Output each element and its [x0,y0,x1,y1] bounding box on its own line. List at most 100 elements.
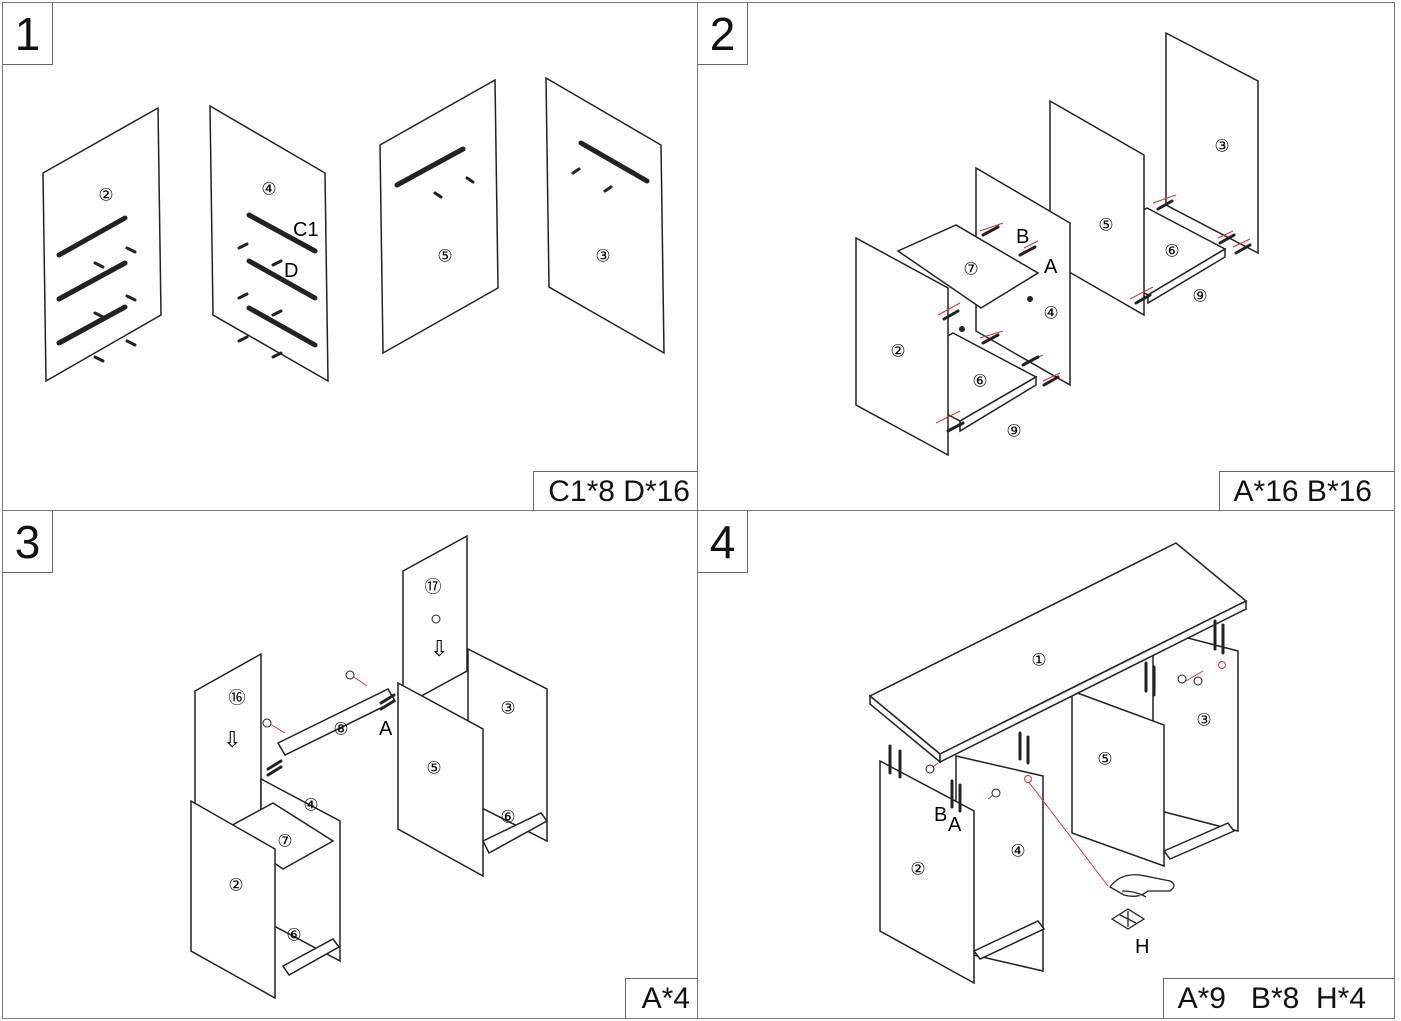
part-9-label: ⑨ [1192,287,1207,306]
part-3-label: ③ [500,699,515,718]
step-1-illustration: ② ④ ⑤ ③ C1 D [42,76,665,383]
panel-1-edge [939,599,1247,764]
panel-3 [545,76,665,355]
drawer-slide [56,304,128,346]
panel-9-left [959,375,1037,433]
screw [237,335,249,343]
panel-5 [1071,689,1165,868]
panel-6-right [481,812,549,855]
panel-2 [42,106,162,383]
screw [93,311,105,319]
part-5-label: ⑤ [437,247,452,266]
hardware-b-callout: B [934,804,947,826]
panel-2 [190,799,276,1000]
screw [93,355,105,363]
step-3-illustration: ⑰ ⇩ ⑯ ⇩ ③ ⑧ ⑤ ⑥ ④ ⑦ ② ⑥ A [190,534,549,1000]
screw [571,167,581,175]
part-2-label: ② [98,186,113,205]
drawer-slide [246,305,318,348]
panel-3 [1152,628,1239,832]
hardware-count: C1*8 D*16 [533,471,698,511]
panel-4 [209,104,329,383]
drawer-slide [56,260,128,302]
part-7-label: ⑦ [963,260,978,279]
hardware-count: A*9 B*8 H*4 [1162,978,1394,1018]
hardware-a-callout: A [1044,256,1058,278]
panel-6-left [972,920,1046,960]
screw [271,259,283,267]
hardware-count: A*16 B*16 [1218,471,1394,511]
drawer-slide [578,140,650,184]
screw [125,294,137,302]
part-4-label: ④ [1043,304,1058,323]
hardware-d-callout: D [284,260,298,282]
step-4-panel: ① ③ ⑤ ④ ② B A H 4 A*9 B*8 H*4 [697,510,1395,1019]
drawer-slide [56,215,128,258]
panel-6-right [1162,822,1236,860]
hardware-count: A*4 [624,978,698,1018]
hardware-h-callout: H [1135,936,1149,958]
step-2-illustration: ③ ⑤ ⑥ ⑨ ④ ⑦ ② ⑥ ⑨ B A [855,31,1259,457]
drawer-slide [394,146,466,188]
down-arrow-icon: ⇩ [223,727,241,752]
panel-5 [379,78,499,355]
part-5-label: ⑤ [1098,216,1113,235]
step-number: 1 [3,3,53,65]
h-bracket-icon [1110,908,1146,930]
part-6-label: ⑥ [286,926,301,945]
step-2-panel: ③ ⑤ ⑥ ⑨ ④ ⑦ ② ⑥ ⑨ B A 2 A*16 B*16 [697,2,1395,512]
step-number: 3 [3,511,53,573]
screw [93,261,105,269]
hardware-a-callout: A [948,814,962,836]
screw [465,176,475,184]
hardware-a-callout: A [379,718,393,740]
panel-7 [896,224,1040,309]
down-arrow-icon: ⇩ [430,636,448,661]
part-3-label: ③ [595,247,610,266]
step-number: 2 [698,3,748,65]
screw [125,339,137,347]
hand-icon [1109,874,1175,898]
panel-6-left [281,938,341,976]
part-6-label: ⑥ [500,808,515,827]
screw [237,242,249,250]
panel-2 [879,759,975,985]
step-3-panel: ⑰ ⇩ ⑯ ⇩ ③ ⑧ ⑤ ⑥ ④ ⑦ ② ⑥ A 3 A*4 [2,510,699,1019]
hardware-c1-callout: C1 [293,219,319,241]
panel-5 [397,681,484,878]
drawer-slide [246,258,318,301]
hardware-b-callout: B [1016,226,1029,248]
part-16-label: ⑯ [229,689,246,708]
screw [271,351,283,359]
screw [433,191,443,199]
drawer-slide [246,212,318,254]
screw [125,246,137,254]
part-7-label: ⑦ [277,832,292,851]
part-8-label: ⑧ [333,720,348,739]
panel-5 [1049,99,1145,317]
screw [237,292,249,300]
part-4-label: ④ [303,796,318,815]
part-6-label: ⑥ [972,372,987,391]
part-2-label: ② [890,342,905,361]
panel-3 [1165,31,1259,255]
screw [603,185,613,193]
part-6-label: ⑥ [1164,242,1179,261]
part-4-label: ④ [261,180,276,199]
step-number: 4 [698,511,748,573]
part-2-label: ② [228,876,243,895]
part-17-label: ⑰ [425,578,442,597]
part-3-label: ③ [1196,711,1211,730]
part-5-label: ⑤ [426,759,441,778]
part-1-label: ① [1031,651,1046,670]
part-3-label: ③ [1214,137,1229,156]
panel-2 [855,236,949,457]
part-4-label: ④ [1010,842,1025,861]
part-9-label: ⑨ [1006,422,1021,441]
screw [271,309,283,317]
part-2-label: ② [910,860,925,879]
panel-9-right [1147,247,1226,305]
step-1-panel: ② ④ ⑤ ③ C1 D 1 C1*8 D*16 [2,2,699,512]
part-5-label: ⑤ [1097,750,1112,769]
step-4-illustration: ① ③ ⑤ ④ ② B A H [868,542,1248,985]
